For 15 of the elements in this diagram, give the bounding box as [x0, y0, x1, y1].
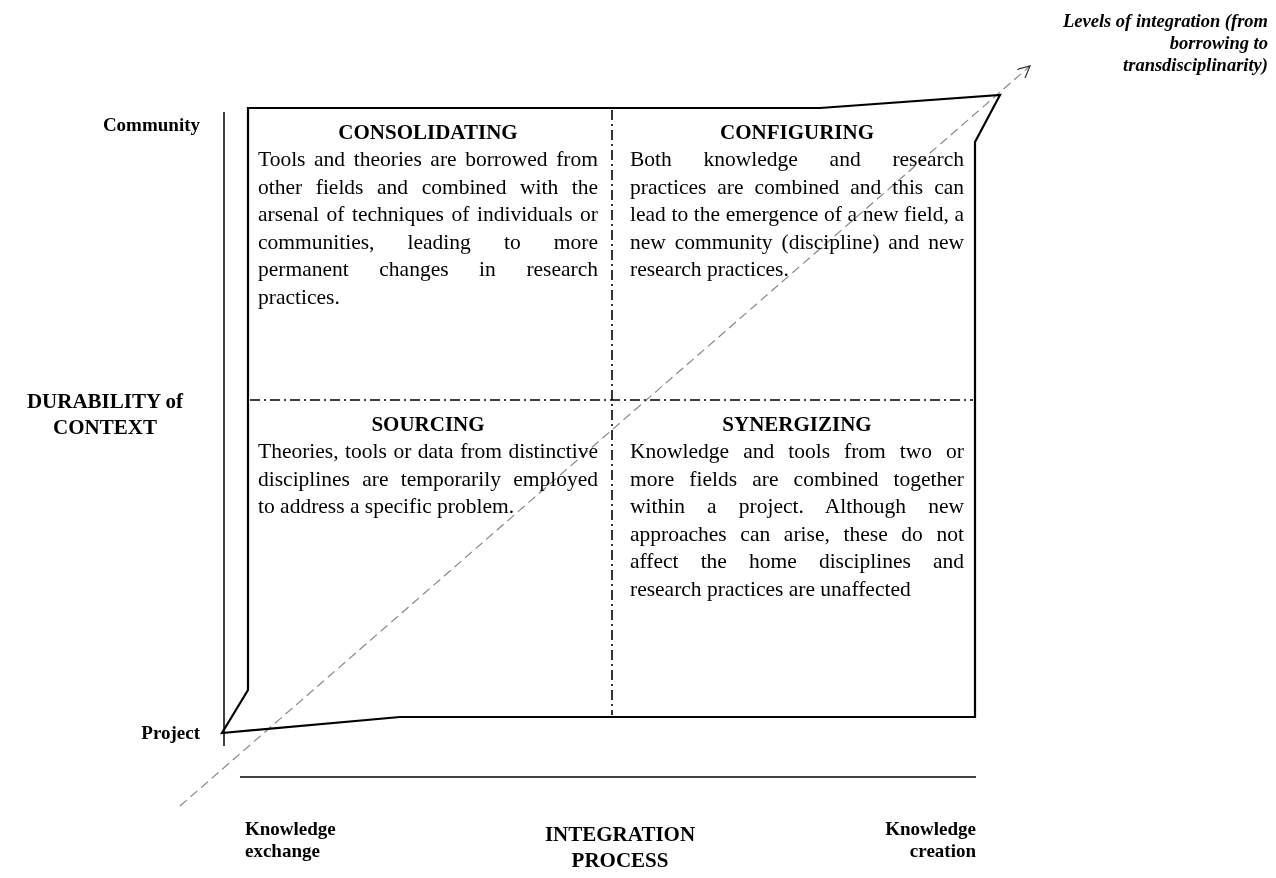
quadrant-description: Knowledge and tools from two or more fields are combined together within a project. Although new approaches can arise, these do not affect the home disciplines and research practices are unaffected: [630, 438, 964, 603]
quadrant-description: Both knowledge and research practices are combined and this can lead to the emergence of a new field, a new community (discipline) and new research practices.: [630, 146, 964, 283]
axis-end-label: Knowledge creation: [884, 818, 976, 862]
axis-end-label: Project: [140, 722, 200, 744]
axis-title: Levels of integration (from borrowing to transdisciplinarity): [1061, 10, 1268, 76]
quadrant-heading: SOURCING: [370, 411, 486, 438]
quadrant-heading: CONFIGURING: [719, 119, 875, 146]
axis-end-label: Knowledge exchange: [245, 818, 337, 862]
axis-title: DURABILITY of CONTEXT: [25, 388, 185, 440]
axis-title: INTEGRATION PROCESS: [543, 821, 697, 873]
quadrant-heading: CONSOLIDATING: [337, 119, 519, 146]
quadrant-description: Tools and theories are borrowed from other fields and combined with the arsenal of techniques of individuals or communities, leading to more permanent changes in research practices.: [258, 146, 598, 311]
quadrant-heading: SYNERGIZING: [721, 411, 873, 438]
quadrant-description: Theories, tools or data from distinctive disciplines are temporarily employed to address a specific problem.: [258, 438, 598, 520]
axis-end-label: Community: [101, 114, 200, 136]
